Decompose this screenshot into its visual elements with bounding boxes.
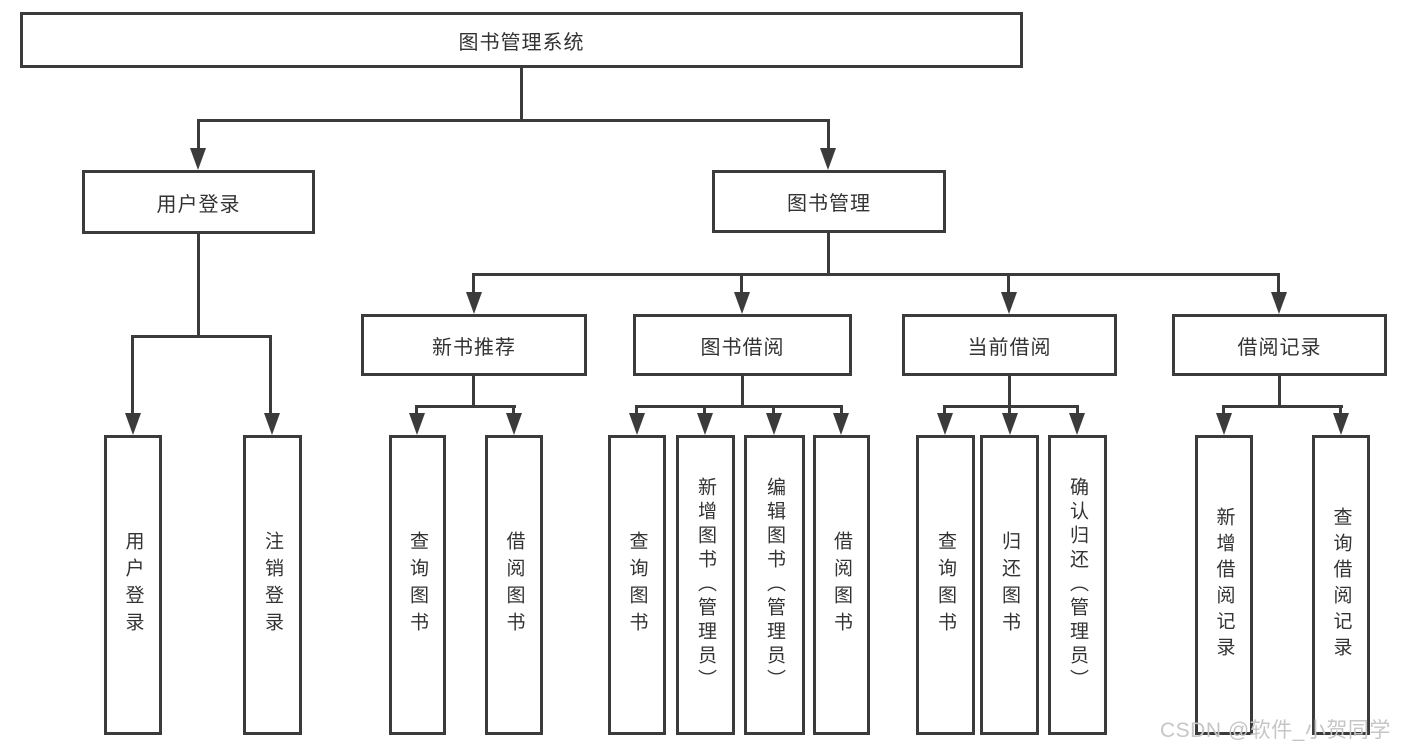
node-nb-query-box: 查询图书 [389,435,446,735]
node-bb-edit-box: 编辑图书（管理员） [744,435,805,735]
connector-line [415,405,418,417]
arrow-down-icon [833,413,849,435]
connector-line [131,335,134,416]
node-user-login-label: 用户登录 [156,193,241,216]
connector-line [1076,405,1079,417]
connector-line [197,119,830,122]
node-br-query-label: 查询借阅记录 [1330,507,1352,663]
connector-line [741,376,744,405]
node-bb-query-box: 查询图书 [608,435,666,735]
connector-line [827,233,830,273]
node-cb-confirm-box: 确认归还（管理员） [1048,435,1107,735]
node-cb-return-label: 归还图书 [999,531,1020,639]
connector-line [1222,405,1225,417]
node-logout-box: 注销登录 [243,435,302,735]
arrow-down-icon [1271,292,1287,314]
connector-line [512,405,515,417]
connector-line [1277,273,1280,296]
connector-line [197,119,200,151]
connector-line [472,376,475,405]
node-nb-borrow-label: 借阅图书 [503,531,525,639]
connector-line [1008,405,1011,417]
node-cb-query-box: 查询图书 [916,435,975,735]
connector-line [1222,405,1343,408]
arrow-down-icon [820,148,836,170]
connector-line [827,119,830,151]
node-cb-query-label: 查询图书 [935,531,956,639]
connector-line [1008,376,1011,405]
node-cb-confirm-label: 确认归还（管理员） [1067,477,1088,693]
node-book-borrow-box: 图书借阅 [633,314,852,376]
arrow-down-icon [190,148,206,170]
node-nb-borrow-box: 借阅图书 [485,435,543,735]
connector-line [703,405,706,417]
arrow-down-icon [1069,413,1085,435]
arrow-down-icon [125,413,141,435]
arrow-down-icon [466,292,482,314]
node-bb-borrow-box: 借阅图书 [813,435,870,735]
node-new-book-rec-box: 新书推荐 [361,314,587,376]
arrow-down-icon [629,413,645,435]
connector-line [197,234,200,335]
node-book-borrow-label: 图书借阅 [700,336,785,359]
connector-line [772,405,775,417]
node-root-box: 图书管理系统 [20,12,1023,68]
node-root-label: 图书管理系统 [458,31,585,54]
arrow-down-icon [506,413,522,435]
connector-line [740,273,743,296]
node-br-query-box: 查询借阅记录 [1312,435,1370,735]
node-bb-add-box: 新增图书（管理员） [676,435,735,735]
connector-line [1007,273,1010,296]
arrow-down-icon [734,292,750,314]
node-bb-borrow-label: 借阅图书 [831,531,852,639]
node-book-mgmt-box: 图书管理 [712,170,946,233]
connector-line [635,405,843,408]
connector-line [415,405,516,408]
node-nb-query-label: 查询图书 [407,531,428,639]
node-user-login-v-label: 用户登录 [122,531,144,639]
node-logout-label: 注销登录 [262,531,283,639]
node-br-add-box: 新增借阅记录 [1195,435,1253,735]
arrow-down-icon [409,413,425,435]
arrow-down-icon [1333,413,1349,435]
node-bb-edit-label: 编辑图书（管理员） [764,477,785,693]
arrow-down-icon [766,413,782,435]
node-new-book-rec-label: 新书推荐 [432,336,516,359]
node-book-mgmt-label: 图书管理 [787,193,871,215]
arrow-down-icon [697,413,713,435]
node-current-borrow-box: 当前借阅 [902,314,1117,376]
node-borrow-record-label: 借阅记录 [1237,336,1322,359]
node-current-borrow-label: 当前借阅 [967,336,1052,359]
arrow-down-icon [937,413,953,435]
connector-line [1339,405,1342,417]
csdn-watermark: CSDN @软件_小贺同学 [1160,719,1391,742]
connector-line [472,273,475,296]
node-br-add-label: 新增借阅记录 [1213,507,1235,663]
arrow-down-icon [1001,292,1017,314]
node-cb-return-box: 归还图书 [980,435,1039,735]
connector-line [131,335,272,338]
connector-line [840,405,843,417]
node-bb-query-label: 查询图书 [626,531,648,639]
connector-line [269,335,272,416]
connector-line [1278,376,1281,405]
connector-line [943,405,946,417]
connector-line [943,405,1079,408]
node-borrow-record-box: 借阅记录 [1172,314,1387,376]
connector-line [520,68,523,119]
connector-line [472,273,1280,276]
connector-line [635,405,638,417]
arrow-down-icon [1216,413,1232,435]
node-user-login-v-box: 用户登录 [104,435,162,735]
arrow-down-icon [264,413,280,435]
arrow-down-icon [1002,413,1018,435]
node-bb-add-label: 新增图书（管理员） [695,477,716,693]
node-user-login-box: 用户登录 [82,170,315,234]
